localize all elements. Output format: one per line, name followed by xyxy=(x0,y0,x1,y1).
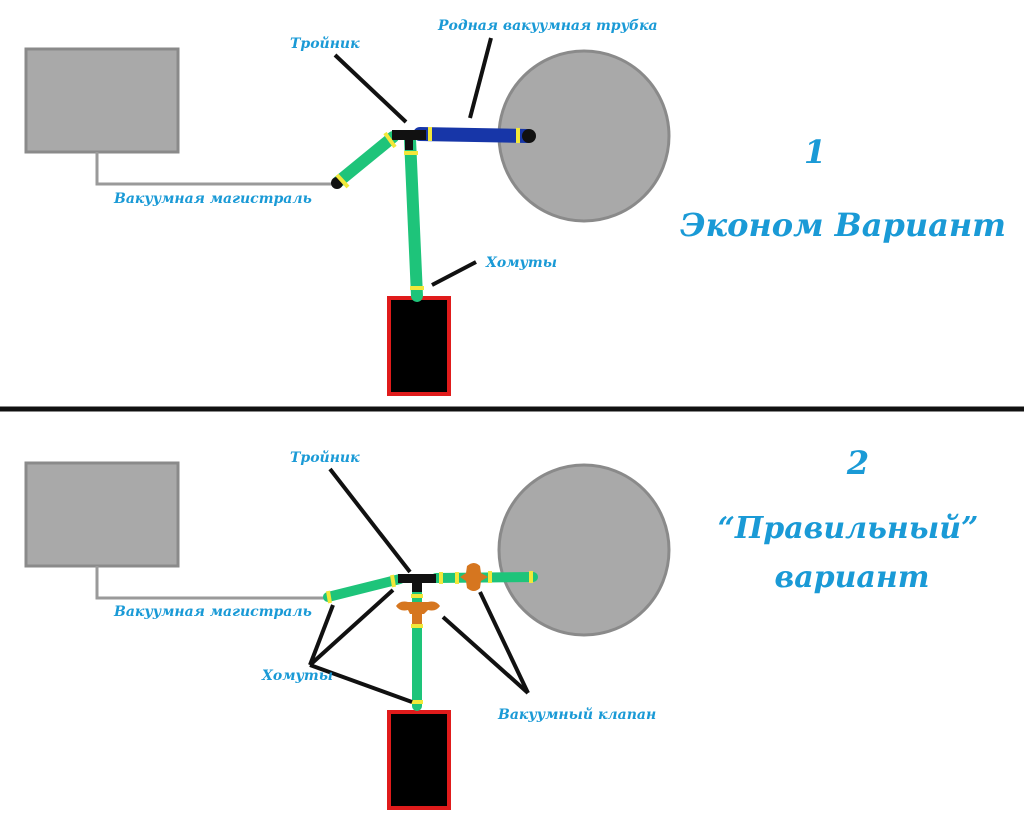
label-clamps-1: Хомуты xyxy=(485,255,557,271)
panel-economy: Тройник Родная вакуумная трубка Вакуумна… xyxy=(24,18,1006,396)
panel-correct: Тройник Вакуумная магистраль Хомуты Ваку… xyxy=(24,444,979,810)
hose-to-vacuum-line-1 xyxy=(332,131,399,188)
vacuum-line-connector-2 xyxy=(95,566,327,600)
device-box-1 xyxy=(387,296,451,396)
hose-to-vacuum-line-2 xyxy=(323,574,405,602)
valve-stem-vertical xyxy=(412,612,422,624)
pointer-clamps-1 xyxy=(431,260,477,287)
clamp-1b xyxy=(335,173,350,189)
engine-block-2 xyxy=(24,461,180,568)
panel-number-1: 1 xyxy=(804,133,826,171)
pointer-valve-2a xyxy=(478,591,530,694)
pointer-clamps-2c xyxy=(309,663,413,704)
pointer-valve-2b xyxy=(441,615,530,695)
device-box-2 xyxy=(387,710,451,810)
clamp-2b xyxy=(326,590,332,604)
stock-tube-1 xyxy=(413,127,534,143)
tee-1 xyxy=(392,130,426,150)
label-tee-2: Тройник xyxy=(290,449,360,466)
label-vacuum-line-1: Вакуумная магистраль xyxy=(113,191,312,207)
label-stock-tube-1: Родная вакуумная трубка xyxy=(437,18,658,34)
hose-to-device-1 xyxy=(404,133,423,302)
clamp-2a xyxy=(390,574,396,588)
vacuum-valve-vertical xyxy=(396,601,440,614)
label-tee-1: Тройник xyxy=(290,35,360,52)
pointer-clamps-2b xyxy=(308,588,395,667)
pointer-tee-2 xyxy=(328,467,412,574)
pointer-tee-1 xyxy=(333,53,408,124)
clamp-1a xyxy=(383,131,397,149)
vacuum-valve-horizontal xyxy=(460,563,488,591)
label-clamps-2: Хомуты xyxy=(261,668,333,684)
panel-number-2: 2 xyxy=(846,444,869,482)
brake-booster-2 xyxy=(497,463,671,637)
pointer-clamps-2a xyxy=(308,604,335,666)
label-valve-2: Вакуумный клапан xyxy=(497,706,656,723)
panel-title-1: Эконом Вариант xyxy=(680,206,1006,244)
vacuum-line-connector-1 xyxy=(95,152,334,186)
panel-title-2-line2: вариант xyxy=(775,560,930,595)
stock-tube-end-cap-1 xyxy=(522,129,536,143)
tee-2 xyxy=(398,574,436,592)
pointer-stock-tube-1 xyxy=(468,37,493,119)
panel-title-2-line1: “Правильный” xyxy=(718,511,979,546)
label-vacuum-line-2: Вакуумная магистраль xyxy=(113,604,312,620)
engine-block-1 xyxy=(24,47,180,154)
